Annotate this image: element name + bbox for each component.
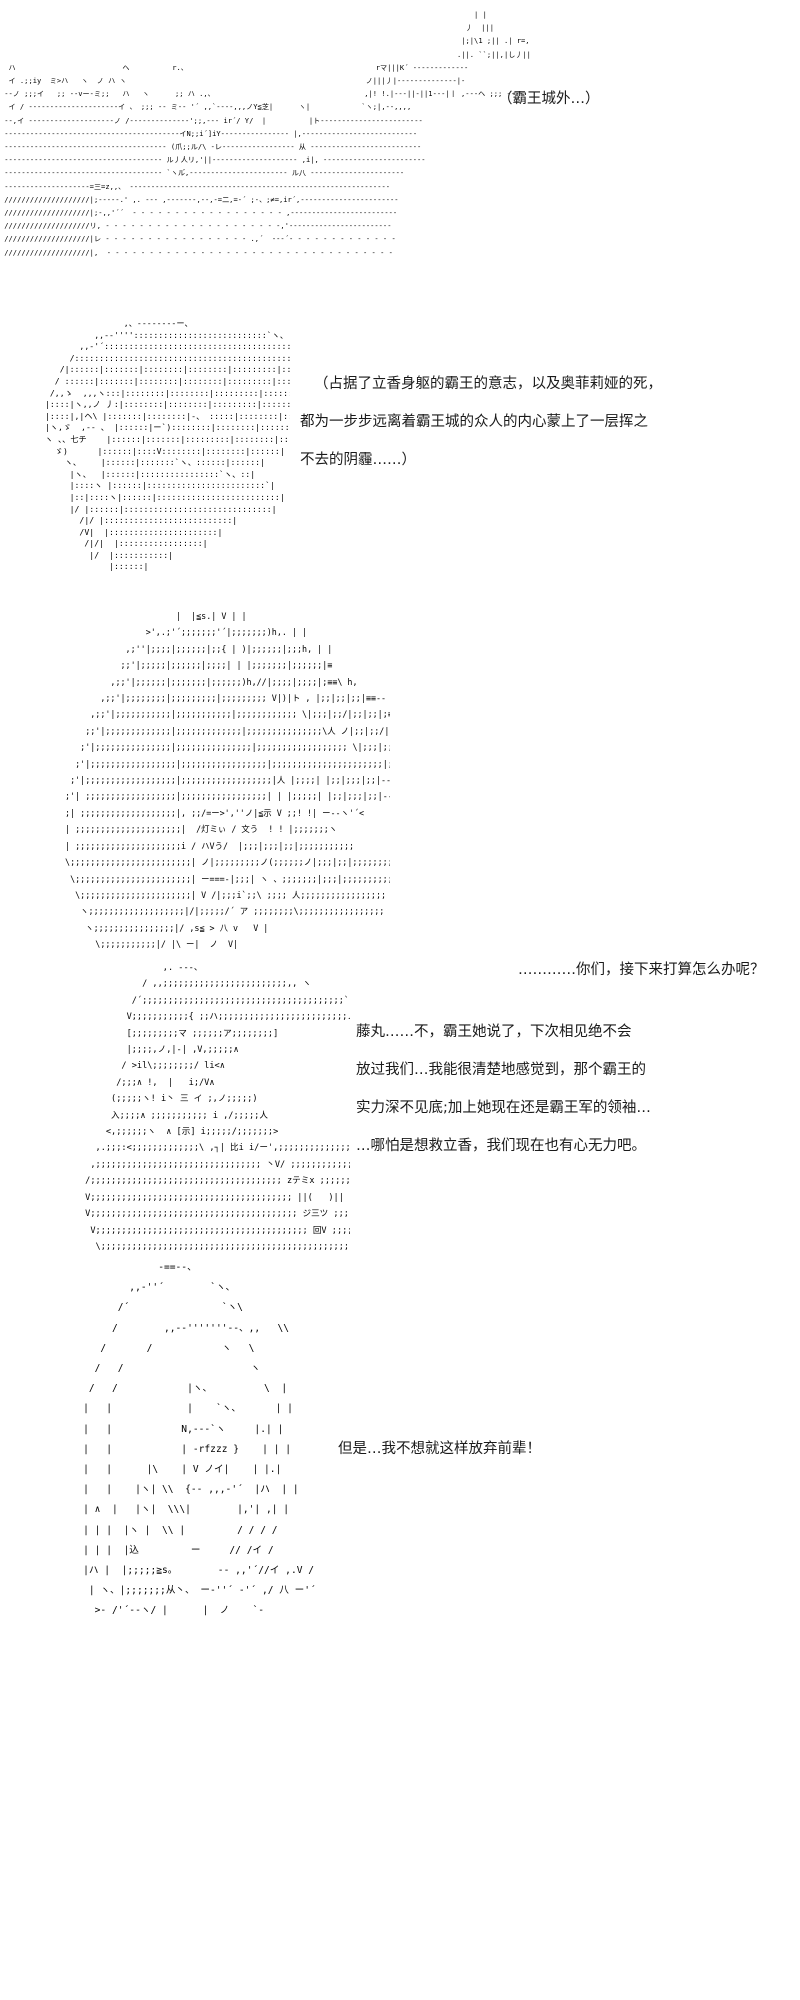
narration-opherlia-death: （占据了立香身躯的霸王的意志，以及奥菲莉娅的死， 都为一步步远离着霸王城的众人的… [300,365,662,479]
narration-line: 都为一步步远离着霸王城的众人的内心蒙上了一层挥之 [300,414,648,430]
dialogue-what-next: …………你们，接下来打算怎么办呢？ [518,951,765,989]
dialogue-line: 但是…我不想就这样放弃前辈！ [338,1441,541,1457]
ascii-art-text: -==-‐、 ,,‐''´ `ヽ、 /´ `ヽ\ / ,,-‐'''''''‐-… [83,1262,316,1617]
ascii-art-character-back: ,、-‐‐‐‐‐‐‐ー、 ,,-‐'''':::::::::::::::::::… [40,318,290,598]
scene-gudako: -==-‐、 ,,‐''´ `ヽ、 /´ `ヽ\ / ,,-‐'''''''‐-… [0,1258,800,2000]
narration-castle-exterior: （霸王城外…） [498,80,600,118]
dialogue-line: 藤丸……不，霸王她说了，下次相见绝不会 [356,1024,632,1040]
dialogue-line: …………你们，接下来打算怎么办呢？ [518,962,765,978]
ascii-art-character-front: ,. -‐-、 / ,,;;;;;;;;;;;;;;;;;;;;;;;;,, ヽ… [80,960,350,1250]
narration-line: （占据了立香身躯的霸王的意志，以及奥菲莉娅的死， [314,376,662,392]
scene-castle-exterior: | | 丿 ||| [0,0,800,310]
ascii-art-text: | |≦s.| V | | >',.;'´;;;;;;;'´|;;;;;;;)h… [65,611,390,950]
ascii-art-text: ,. -‐-、 / ,,;;;;;;;;;;;;;;;;;;;;;;;;,, ヽ… [85,963,350,1250]
narration-line: 不去的阴霾……） [300,452,416,468]
dialogue-line: …哪怕是想救立香，我们现在也有心无力吧。 [356,1138,646,1154]
ascii-art-castle-landscape: | | 丿 ||| [0,8,640,308]
ascii-art-text: | | 丿 ||| [4,10,531,257]
narration-line: （霸王城外…） [498,91,600,107]
dialogue-fujimaru-reply: 藤丸……不，霸王她说了，下次相见绝不会 放过我们…我能很清楚地感觉到，那个霸王的… [356,1013,651,1165]
ascii-art-text: ,、-‐‐‐‐‐‐‐ー、 ,,-‐'''':::::::::::::::::::… [44,318,290,572]
ascii-art-character-closeup: -==-‐、 ,,‐''´ `ヽ、 /´ `ヽ\ / ,,-‐'''''''‐-… [60,1258,360,1618]
dialogue-line: 放过我们…我能很清楚地感觉到，那个霸王的 [356,1062,646,1078]
scene-mashu-front: ,. -‐-、 / ,,;;;;;;;;;;;;;;;;;;;;;;;;,, ヽ… [0,960,800,1250]
dialogue-wont-give-up: 但是…我不想就这样放弃前辈！ [338,1430,541,1468]
dialogue-line: 实力深不见底;加上她现在还是霸王军的领袖… [356,1100,651,1116]
scene-mashu-back: ,、-‐‐‐‐‐‐‐ー、 ,,-‐'''':::::::::::::::::::… [0,318,800,598]
ascii-art-character-wings: | |≦s.| V | | >',.;'´;;;;;;;'´|;;;;;;;)h… [60,608,390,958]
scene-da-vinci: | |≦s.| V | | >',.;'´;;;;;;;'´|;;;;;;;)h… [0,608,800,978]
